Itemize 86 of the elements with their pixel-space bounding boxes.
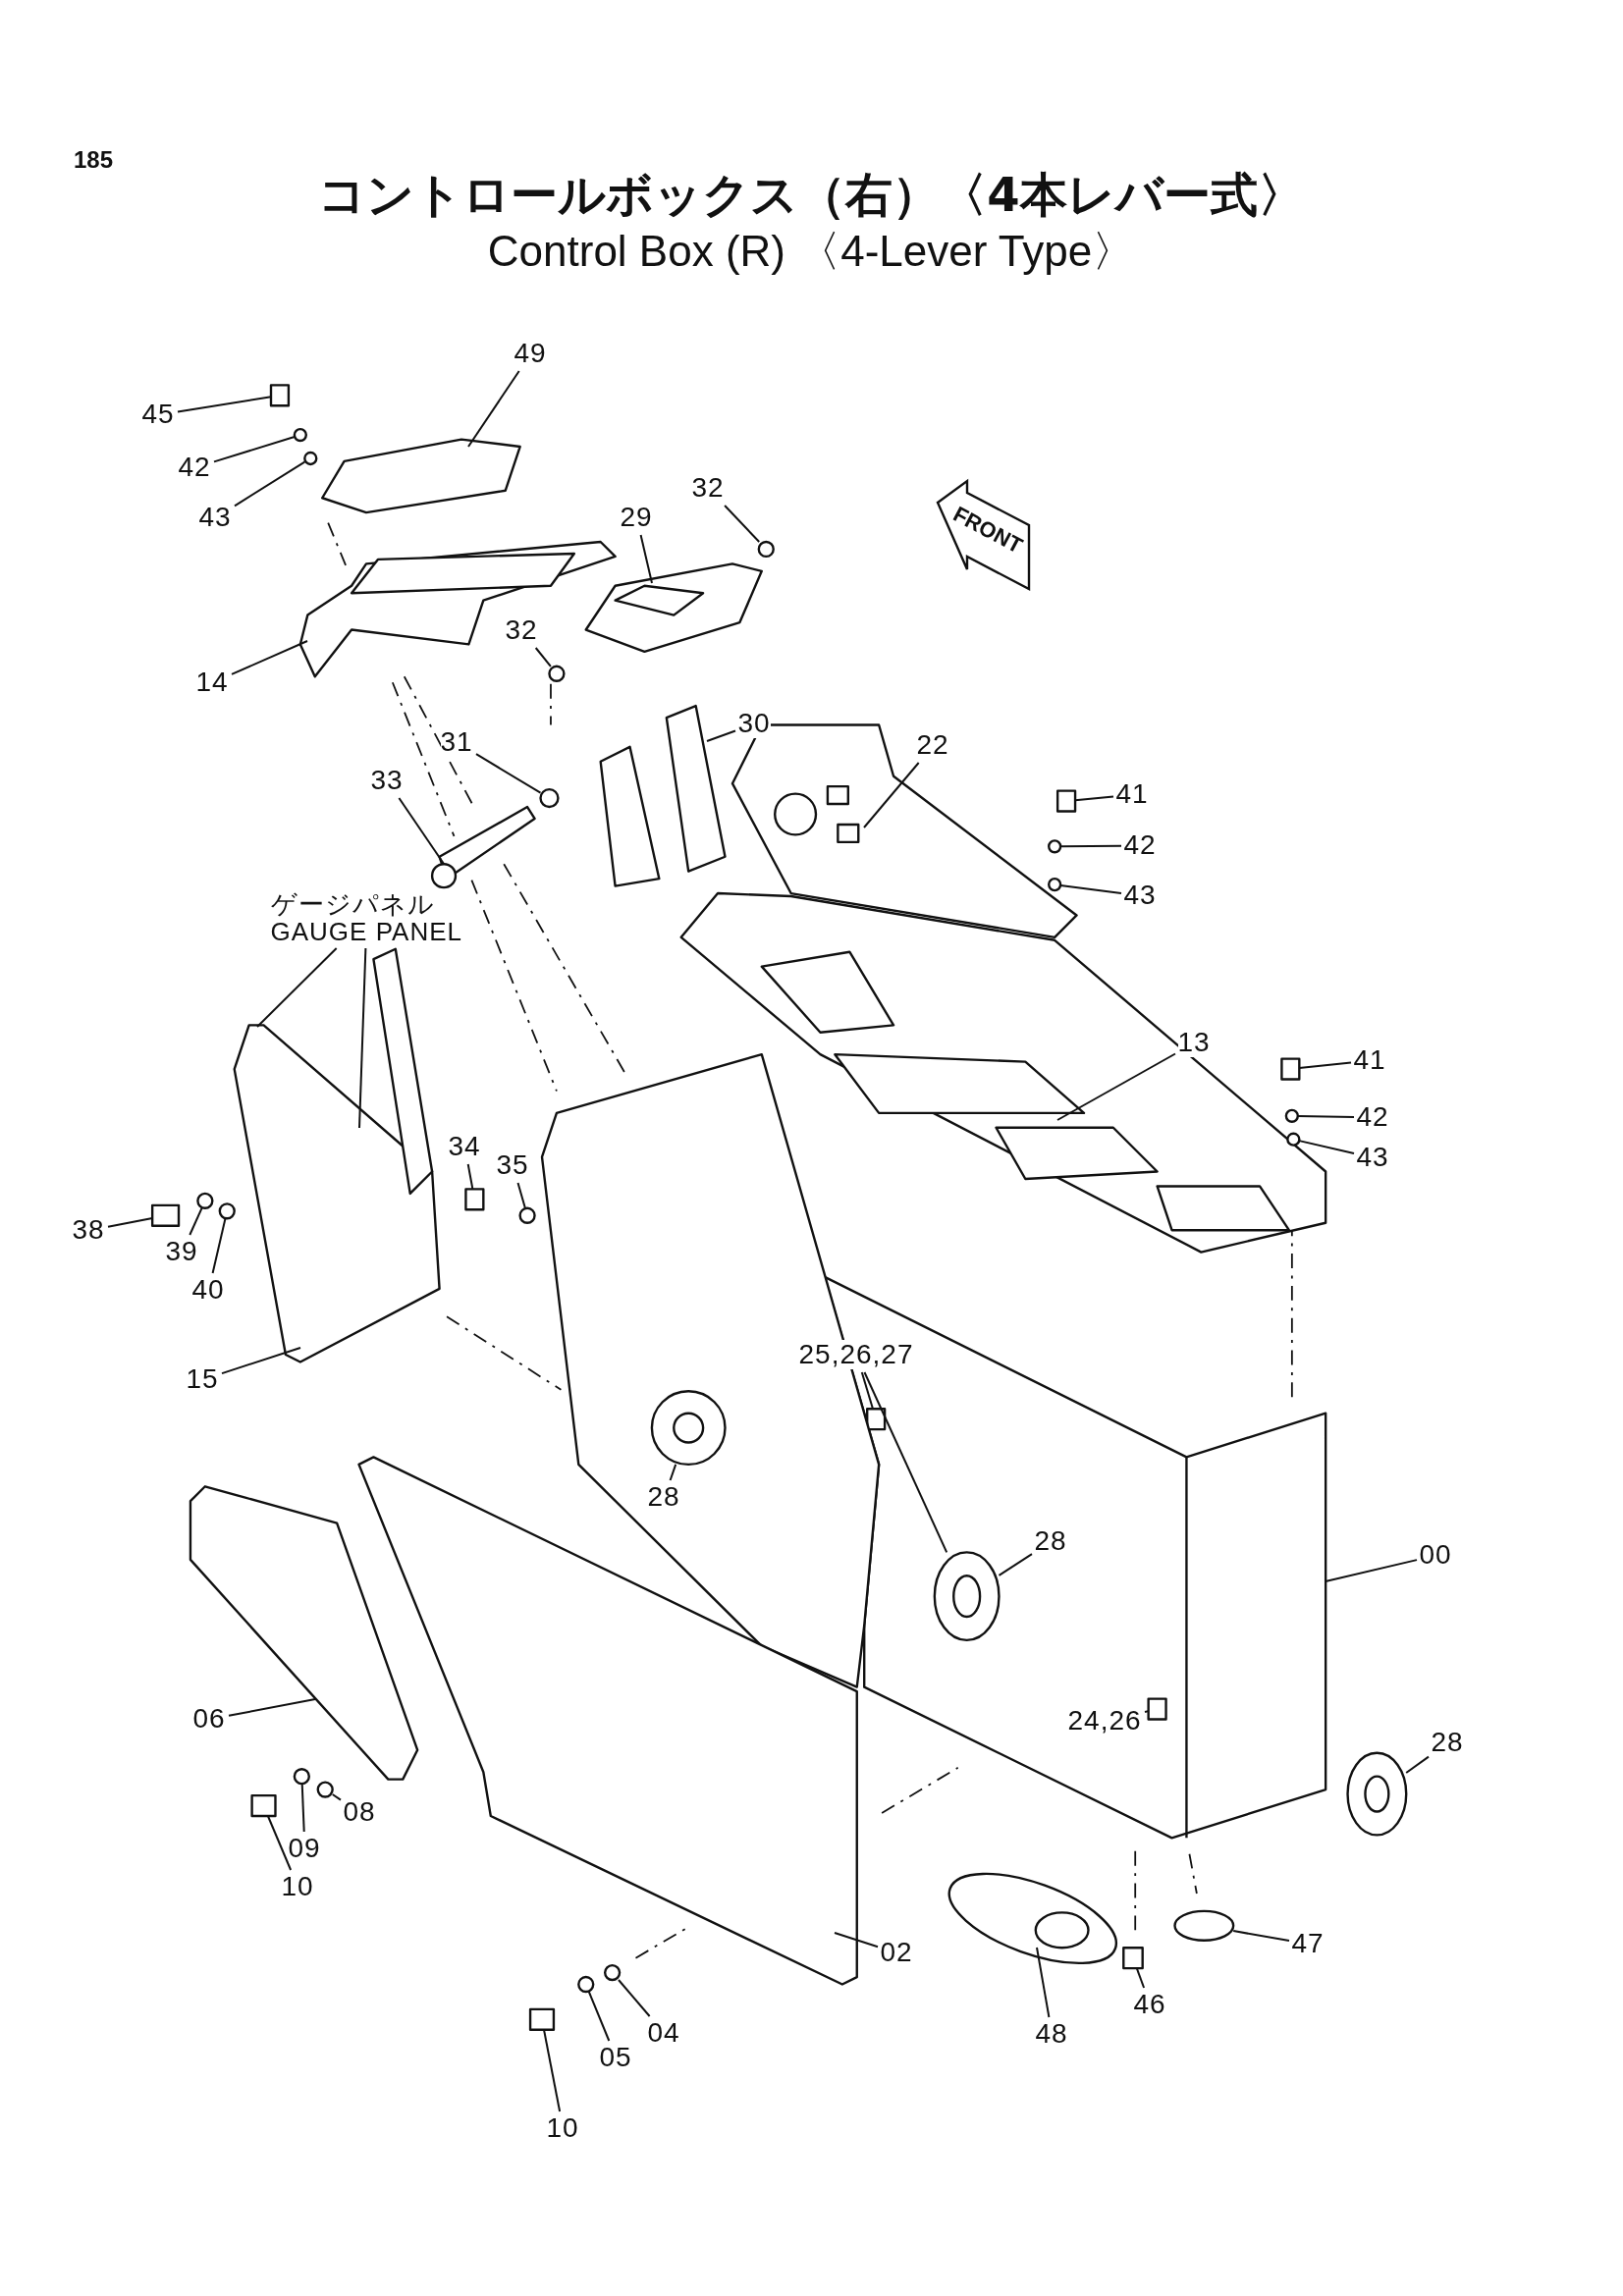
washer — [1284, 1108, 1299, 1123]
leader-line — [300, 1783, 305, 1833]
gauge-panel — [233, 947, 441, 1363]
leader-line — [358, 947, 367, 1129]
leader-line — [211, 1217, 227, 1274]
leader-line — [1056, 1052, 1176, 1121]
leader-line — [221, 1347, 301, 1375]
cover-plate — [321, 438, 521, 514]
bolt — [528, 2007, 556, 2031]
leader-line — [863, 762, 920, 828]
leader-line — [724, 505, 761, 543]
leader-line — [639, 534, 653, 584]
grommet — [1346, 1751, 1408, 1837]
leader-line — [231, 640, 308, 675]
leader-line — [1298, 1061, 1352, 1070]
bolt — [1055, 789, 1077, 813]
leader-line — [860, 1371, 874, 1411]
leader-line — [398, 797, 445, 865]
bolt — [430, 805, 536, 889]
leader-line — [1232, 1930, 1290, 1943]
bolt — [464, 1188, 485, 1211]
leader-line — [1325, 1559, 1418, 1582]
leader-line — [466, 1163, 474, 1191]
washer — [196, 1192, 214, 1209]
grommet — [757, 540, 775, 559]
grommet — [650, 1390, 727, 1467]
washer — [293, 1768, 310, 1786]
leader-line — [1144, 1710, 1150, 1713]
leader-line — [834, 1932, 879, 1949]
leader-line — [1036, 1947, 1051, 2018]
leader-line — [543, 2028, 562, 2112]
leader-line — [189, 1206, 203, 1236]
bolt — [1280, 1057, 1301, 1081]
grommet — [1173, 1909, 1235, 1942]
leader-line — [213, 436, 296, 463]
leader-line — [1135, 1967, 1146, 1989]
leader-line — [1059, 844, 1122, 848]
callout-number: 25,26,27 — [798, 1339, 914, 1370]
washer — [316, 1781, 334, 1798]
washer — [218, 1202, 236, 1220]
leader-line — [256, 947, 338, 1028]
grommet — [933, 1551, 1001, 1642]
washer — [577, 1975, 595, 1994]
washer — [603, 1963, 622, 1982]
leader-line — [1074, 795, 1114, 802]
grommet — [548, 665, 566, 682]
plate — [584, 562, 763, 654]
leader-line — [516, 1182, 526, 1209]
leader-line — [1405, 1755, 1430, 1774]
lever-bracket — [599, 704, 727, 887]
washer — [1286, 1132, 1301, 1147]
leader-line — [228, 1698, 316, 1717]
washer — [1048, 839, 1062, 854]
bolt — [150, 1203, 181, 1227]
leader-line — [1059, 883, 1122, 894]
washer — [1048, 877, 1062, 892]
washer — [539, 787, 560, 809]
leader-line — [107, 1216, 154, 1228]
leader-line — [618, 1979, 651, 2017]
bolt — [1147, 1697, 1167, 1721]
page-number: 185 — [74, 147, 114, 174]
title: コントロールボックス（右）〈4本レバー式〉 — [317, 169, 1306, 221]
leader-line — [1296, 1114, 1355, 1119]
subtitle: Control Box (R) 〈4-Lever Type〉 — [486, 228, 1137, 276]
washer — [518, 1206, 536, 1224]
leader-line — [177, 396, 272, 413]
bolt — [866, 1408, 887, 1431]
leader-line — [534, 647, 552, 667]
leader-line — [234, 460, 306, 507]
leader-line — [467, 370, 520, 448]
bolt — [250, 1793, 277, 1818]
plug — [1122, 1947, 1144, 1970]
leader-line — [475, 753, 542, 794]
washer — [293, 427, 307, 443]
leader-line — [587, 1991, 611, 2042]
leader-line — [863, 1371, 948, 1554]
leader-line — [998, 1553, 1033, 1576]
leader-line — [706, 729, 736, 742]
bolt — [269, 384, 291, 407]
leader-line — [266, 1815, 293, 1871]
leader-line — [669, 1463, 677, 1481]
leader-line — [1298, 1140, 1355, 1154]
side-panel — [189, 1485, 419, 1781]
grommet — [947, 1872, 1117, 1965]
washer — [303, 451, 318, 466]
leader-line — [331, 1793, 342, 1801]
